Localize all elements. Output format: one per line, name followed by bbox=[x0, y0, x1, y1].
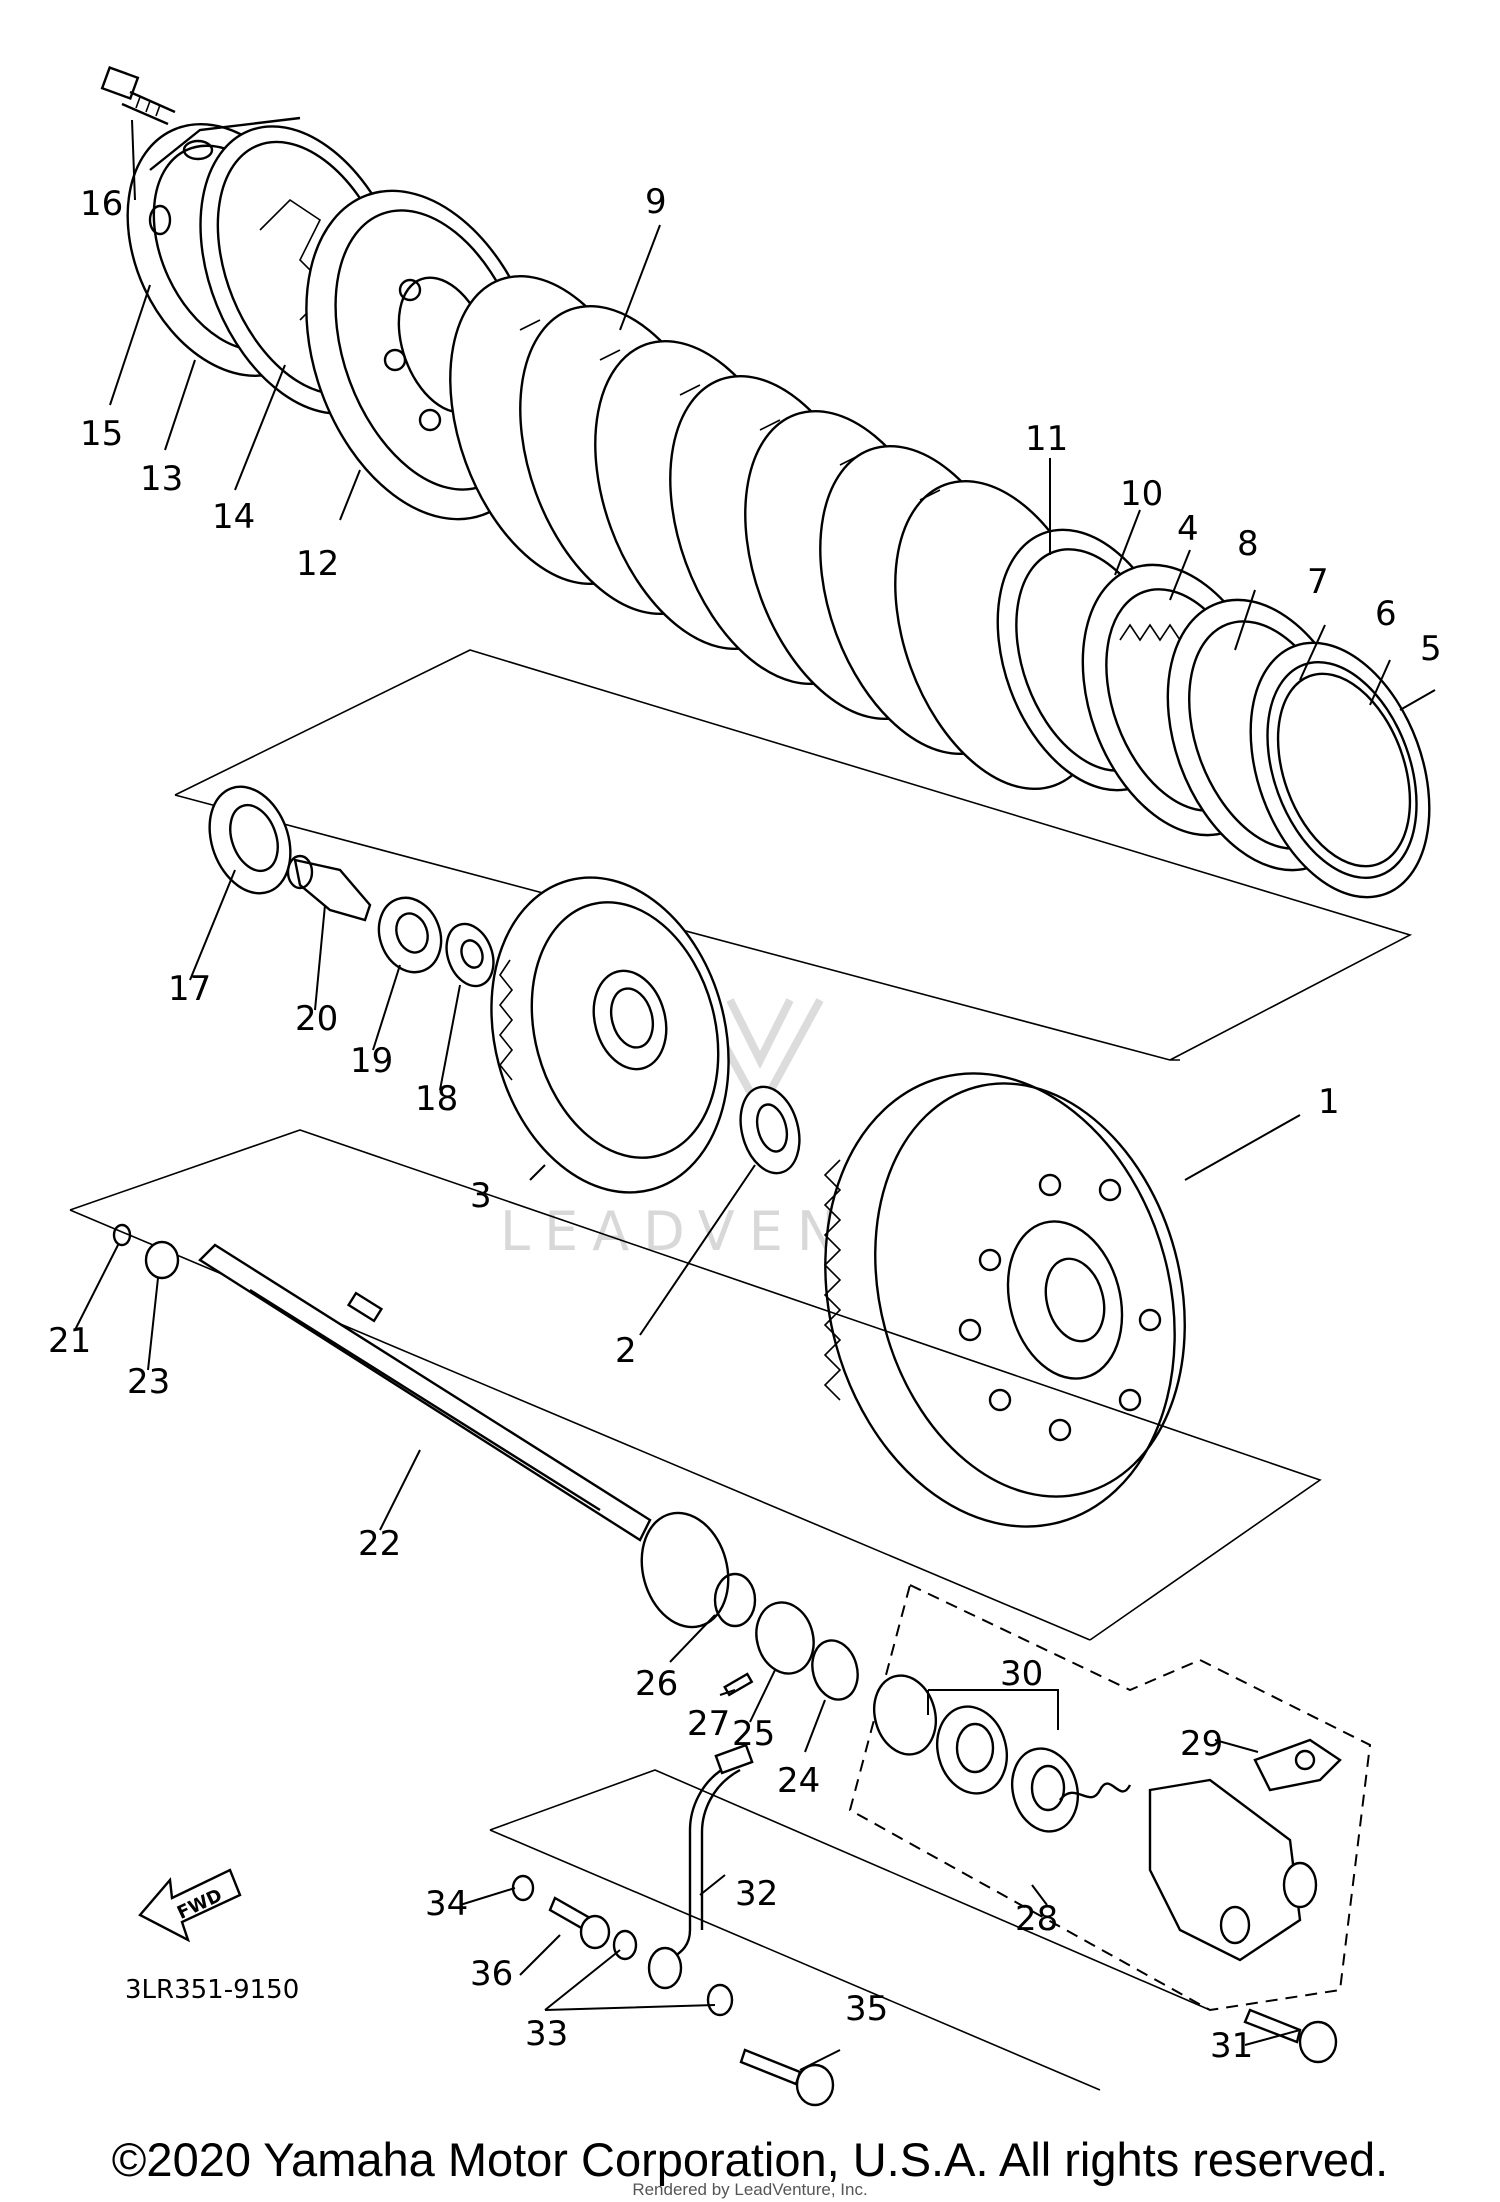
callout-5: 5 bbox=[1420, 629, 1442, 669]
callout-2: 2 bbox=[615, 1331, 637, 1371]
part-32-hose bbox=[647, 1743, 754, 1990]
part-code: 3LR351-9150 bbox=[125, 1975, 299, 2005]
callout-12: 12 bbox=[296, 544, 339, 584]
part-34-o-ring bbox=[511, 1874, 535, 1902]
callout-16: 16 bbox=[80, 184, 123, 224]
part-27-pin bbox=[723, 1672, 754, 1697]
part-21-o-ring bbox=[112, 1223, 132, 1247]
callout-20: 20 bbox=[295, 999, 338, 1039]
callout-8: 8 bbox=[1237, 524, 1259, 564]
part-23-ball bbox=[144, 1240, 180, 1280]
callout-1: 1 bbox=[1318, 1082, 1340, 1122]
callout-23: 23 bbox=[127, 1362, 170, 1402]
part-26-oil-seal bbox=[640, 1511, 757, 1629]
part-18-washer bbox=[445, 922, 495, 988]
callout-11: 11 bbox=[1025, 419, 1068, 459]
callout-6: 6 bbox=[1375, 594, 1397, 634]
part-20-shaft bbox=[286, 854, 372, 922]
leader-lines bbox=[74, 119, 1436, 2071]
callout-34: 34 bbox=[425, 1884, 468, 1924]
callout-36: 36 bbox=[470, 1954, 513, 1994]
callout-15: 15 bbox=[80, 414, 123, 454]
callout-17: 17 bbox=[168, 969, 211, 1009]
part-16-bolt bbox=[100, 65, 176, 126]
callout-27: 27 bbox=[687, 1704, 730, 1744]
callout-24: 24 bbox=[777, 1761, 820, 1801]
part-30-bearing-set bbox=[873, 1674, 1132, 1833]
callout-30: 30 bbox=[1000, 1654, 1043, 1694]
callout-32: 32 bbox=[735, 1874, 778, 1914]
part-33-washers bbox=[612, 1929, 734, 2017]
callout-14: 14 bbox=[212, 497, 255, 537]
rendered-by-notice: Rendered by LeadVenture, Inc. bbox=[632, 2180, 868, 2199]
callout-13: 13 bbox=[140, 459, 183, 499]
part-24-seal bbox=[811, 1639, 859, 1701]
part-22-push-rod bbox=[198, 1243, 652, 1542]
part-17-bearing bbox=[208, 785, 292, 895]
callout-10: 10 bbox=[1120, 474, 1163, 514]
callout-18: 18 bbox=[415, 1079, 458, 1119]
part-5-ring bbox=[1249, 641, 1431, 899]
callout-3: 3 bbox=[470, 1176, 492, 1216]
part-28-lever-assembly bbox=[1148, 1738, 1342, 1962]
callout-29: 29 bbox=[1180, 1724, 1223, 1764]
part-31-bolt bbox=[1243, 2008, 1338, 2064]
copyright-notice: ©2020 Yamaha Motor Corporation, U.S.A. A… bbox=[111, 2133, 1389, 2186]
part-1-clutch-housing bbox=[823, 1072, 1186, 1528]
callout-7: 7 bbox=[1307, 562, 1329, 602]
part-19-collar bbox=[377, 896, 443, 974]
part-2-thrust-washer bbox=[739, 1085, 801, 1175]
callout-19: 19 bbox=[350, 1041, 393, 1081]
callout-25: 25 bbox=[732, 1714, 775, 1754]
part-25-piston bbox=[755, 1601, 815, 1675]
part-3-primary-driven-gear bbox=[490, 876, 730, 1194]
callout-labels: 1 2 3 4 5 6 7 8 9 10 11 12 13 14 15 16 1… bbox=[48, 182, 1442, 2066]
callout-4: 4 bbox=[1177, 509, 1199, 549]
callout-35: 35 bbox=[845, 1989, 888, 2029]
callout-26: 26 bbox=[635, 1664, 678, 1704]
callout-33: 33 bbox=[525, 2014, 568, 2054]
callout-28: 28 bbox=[1015, 1899, 1058, 1939]
callout-21: 21 bbox=[48, 1321, 91, 1361]
callout-22: 22 bbox=[358, 1524, 401, 1564]
callout-9: 9 bbox=[645, 182, 667, 222]
part-35-bolt bbox=[739, 2048, 835, 2107]
fwd-direction-arrow: FWD bbox=[138, 1868, 242, 1943]
part-36-bleed-screw bbox=[548, 1896, 611, 1950]
callout-31: 31 bbox=[1210, 2026, 1253, 2066]
